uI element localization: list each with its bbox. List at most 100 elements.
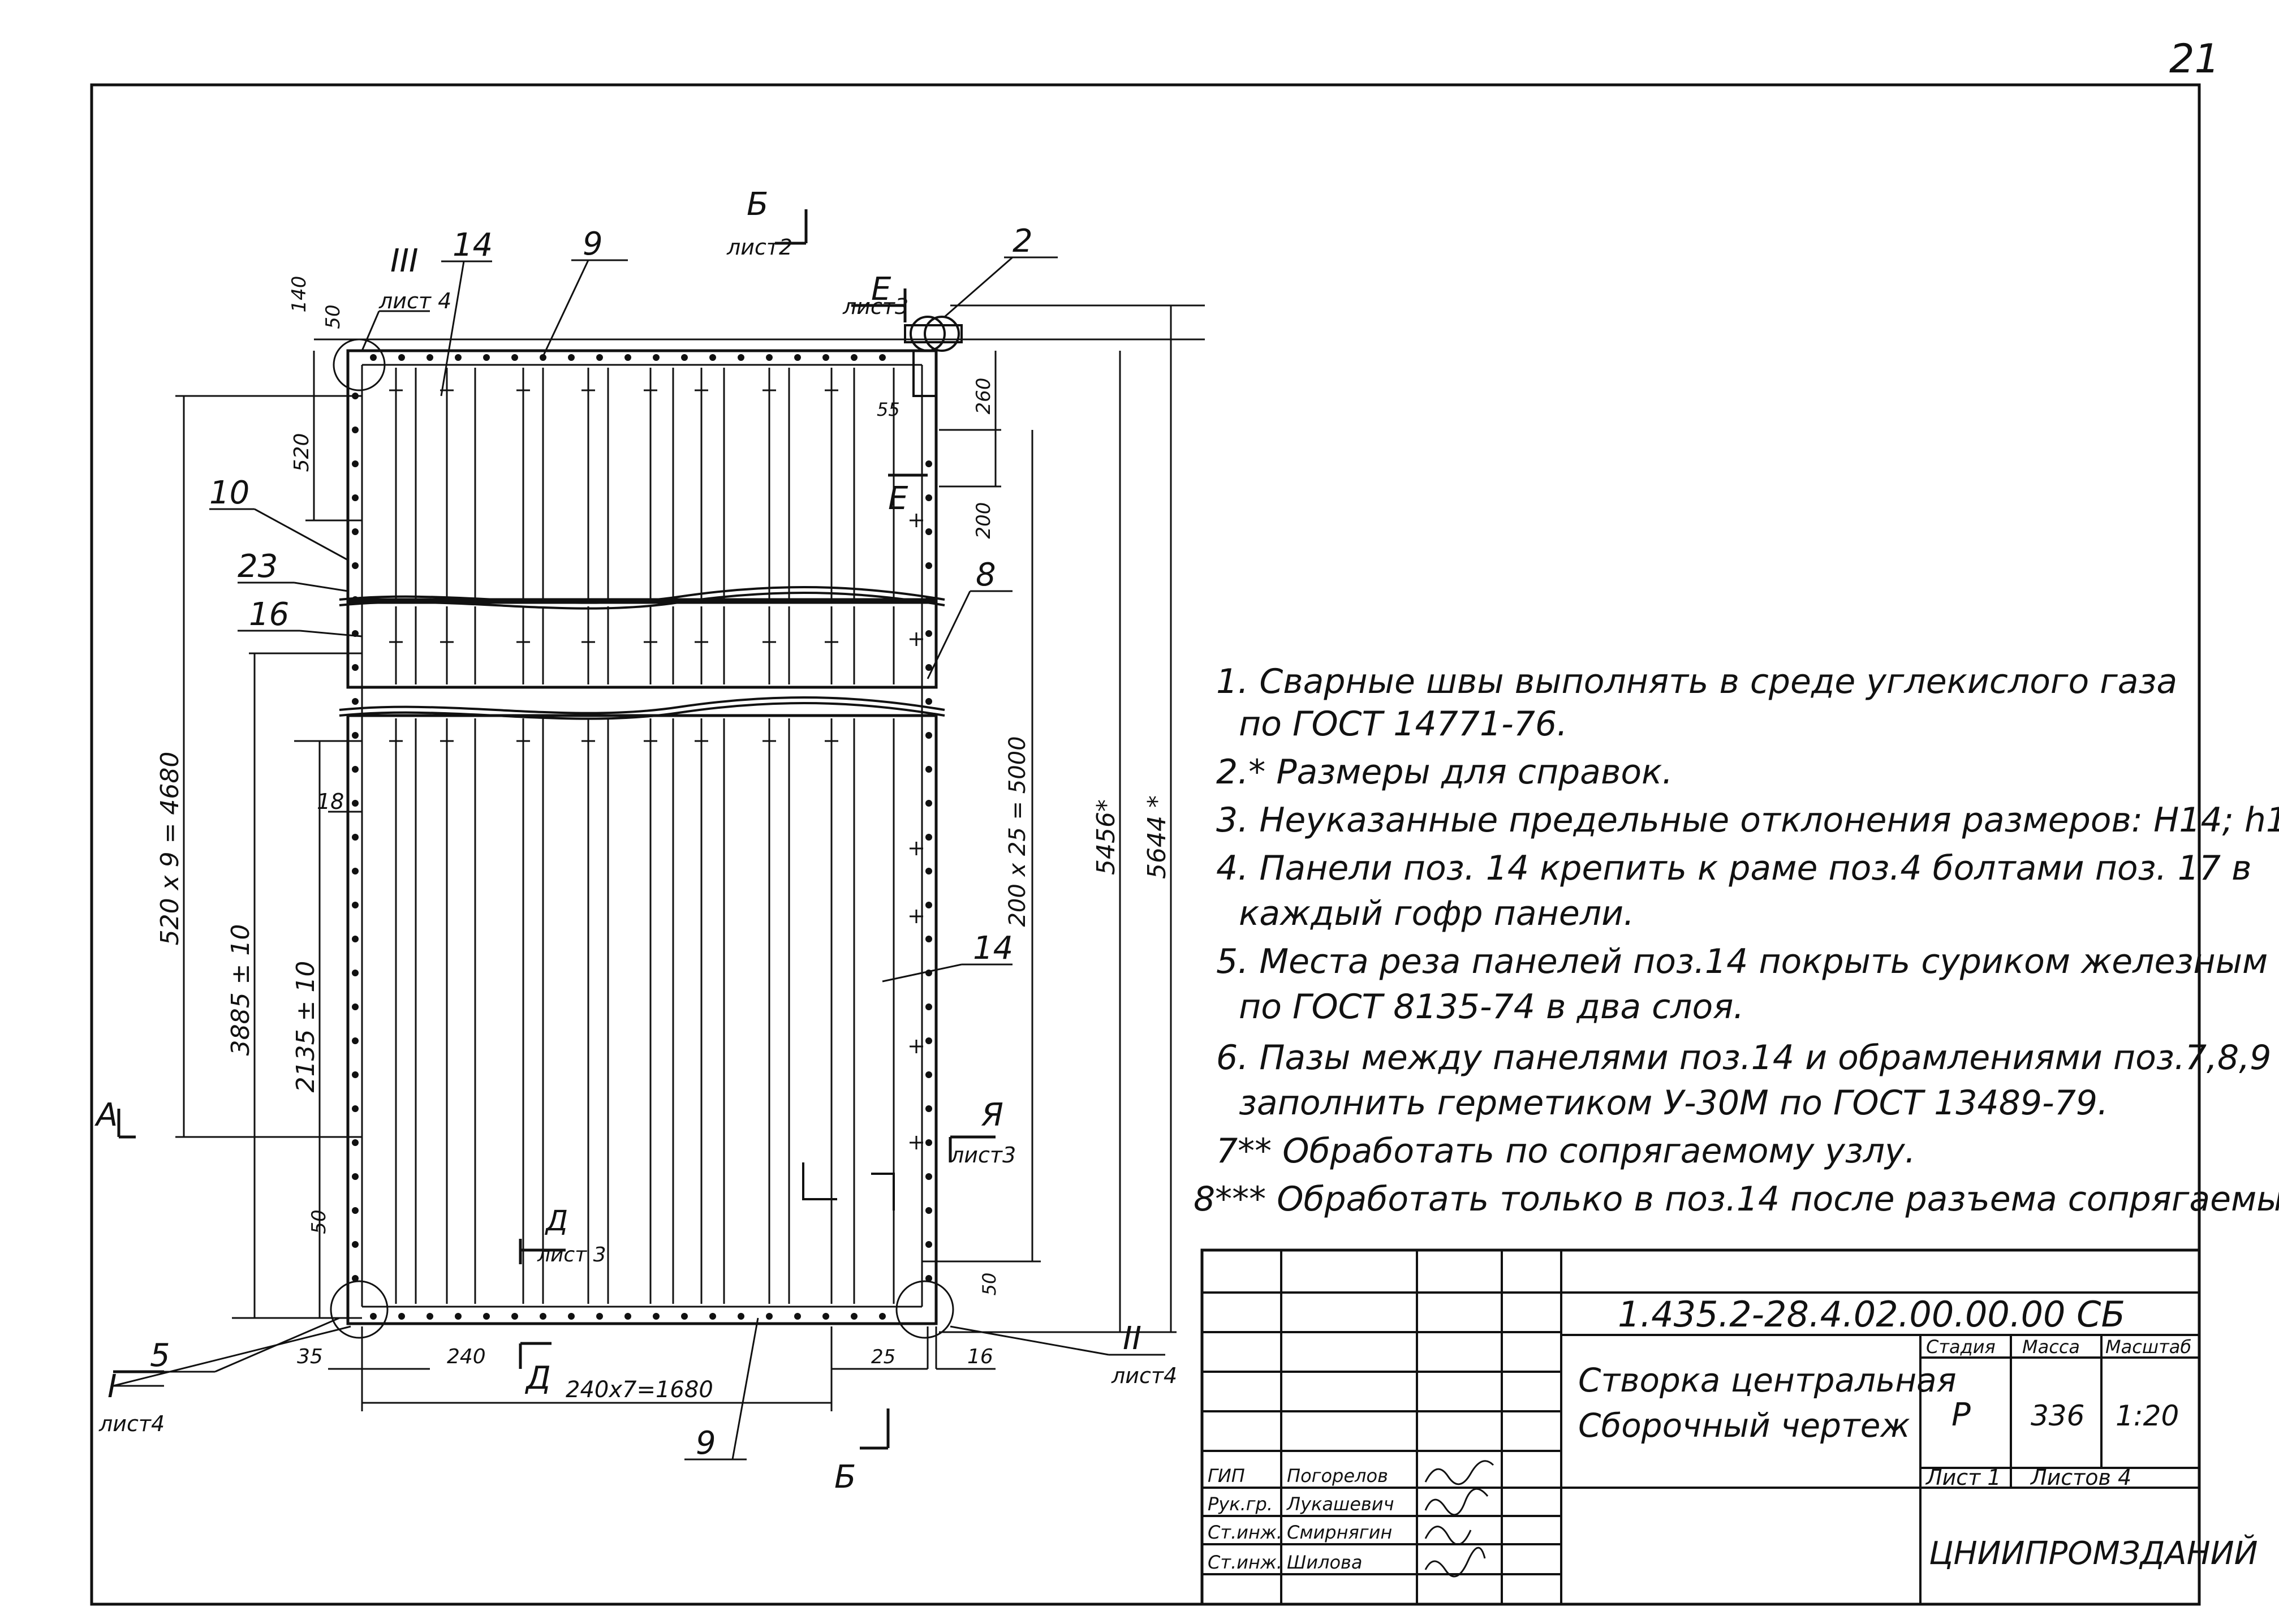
- bolt-dot: [426, 1313, 433, 1320]
- break-line-upper: [339, 586, 945, 604]
- view-iii: III: [390, 243, 419, 279]
- dim-50-bl: 50: [308, 1209, 330, 1234]
- role-stinzh-2: Ст.инж.: [1208, 1552, 1282, 1573]
- bolt-dot: [738, 1313, 744, 1320]
- bolt-dot: [624, 354, 631, 361]
- bolt-dot: [653, 1313, 660, 1320]
- view-a: А: [94, 1097, 118, 1134]
- bolt-dot: [352, 1241, 359, 1248]
- view-e-mid: Е: [888, 480, 908, 517]
- bolt-dot: [925, 562, 932, 569]
- stage-value: Р: [1951, 1397, 1971, 1433]
- bolt-dot: [653, 354, 660, 361]
- panel-corrugations: [395, 368, 895, 1304]
- bolt-cross: [644, 384, 657, 397]
- view-d-mid: Д: [545, 1204, 568, 1237]
- pos-9-top: 9: [583, 226, 603, 262]
- bolt-dot: [352, 868, 359, 875]
- view-b-top: Б: [747, 186, 768, 223]
- dim-18: 18: [317, 789, 344, 814]
- bolt-dot: [352, 494, 359, 501]
- bolt-dot: [738, 354, 744, 361]
- bolt-cross: [695, 635, 708, 649]
- dim-140: 140: [288, 276, 311, 313]
- detail-circle-i: [330, 1280, 389, 1339]
- bolt-dot: [483, 1313, 490, 1320]
- bolt-dot: [352, 596, 359, 603]
- bolt-dot: [879, 354, 886, 361]
- bolt-dot: [794, 1313, 801, 1320]
- pos-16: 16: [249, 596, 289, 633]
- view-i: I: [107, 1368, 117, 1405]
- bolt-dot: [398, 354, 405, 361]
- dim-16: 16: [967, 1345, 993, 1368]
- bolt-dot: [352, 698, 359, 705]
- view-d-mid-sheet: лист 3: [537, 1243, 606, 1267]
- bolt-cross: [644, 635, 657, 649]
- sheets-label: Листов 4: [2030, 1465, 2131, 1490]
- view-iii-sheet: лист 4: [378, 288, 451, 313]
- bolt-dot: [352, 970, 359, 976]
- pos-10: 10: [209, 475, 249, 511]
- bolt-dot: [925, 630, 932, 637]
- bolt-dot: [851, 1313, 858, 1320]
- bolt-dot: [624, 1313, 631, 1320]
- bolt-cross: [910, 632, 923, 646]
- role-gip: ГИП: [1208, 1465, 1245, 1487]
- bolt-cross: [581, 384, 595, 397]
- view-d-bottom: Д: [524, 1360, 551, 1397]
- bolt-dot: [596, 1313, 603, 1320]
- bolt-cross: [516, 384, 530, 397]
- bolt-dot: [352, 800, 359, 807]
- view-e-top: Е: [871, 271, 891, 308]
- bolt-dot: [925, 664, 932, 671]
- name-gip: Погорелов: [1287, 1465, 1388, 1487]
- mass-value: 336: [2031, 1399, 2084, 1432]
- note-line: 6. Пазы между панелями поз.14 и обрамлен…: [1216, 1038, 2271, 1078]
- pos-5: 5: [150, 1337, 170, 1374]
- bolt-dot: [352, 1207, 359, 1214]
- bolt-cross: [516, 635, 530, 649]
- pos-2: 2: [1013, 223, 1033, 260]
- scale-value: 1:20: [2116, 1399, 2179, 1432]
- dimension-lines: [175, 304, 1205, 1411]
- bolt-cross: [516, 734, 530, 748]
- frame-top-segment: [346, 349, 938, 601]
- bolt-dot: [596, 354, 603, 361]
- stage-header: Стадия: [1926, 1336, 1996, 1358]
- dim-55: 55: [877, 399, 900, 420]
- bolt-dot: [925, 1071, 932, 1078]
- dim-240x7: 240x7=1680: [566, 1377, 713, 1403]
- bolt-cross: [825, 384, 838, 397]
- view-ii: II: [1123, 1320, 1141, 1357]
- name-rukgr: Лукашевич: [1286, 1493, 1394, 1515]
- sheet-frame: [90, 83, 2201, 1606]
- sheet-label: Лист 1: [1925, 1465, 2001, 1490]
- name-stinzh-2: Шилова: [1287, 1552, 1363, 1573]
- bolt-dot: [925, 1105, 932, 1112]
- bolt-cross: [695, 734, 708, 748]
- bolt-dot: [370, 1313, 377, 1320]
- bolt-cross: [910, 514, 923, 527]
- bolt-dot: [352, 902, 359, 908]
- bolt-dot: [925, 902, 932, 908]
- bolt-dot: [925, 1139, 932, 1146]
- detail-circle-ii: [895, 1280, 954, 1339]
- bolt-dot: [925, 800, 932, 807]
- section-marks: [113, 209, 996, 1450]
- bolt-cross: [389, 384, 403, 397]
- bolt-cross: [695, 384, 708, 397]
- bolt-cross: [581, 734, 595, 748]
- bolt-cross: [825, 734, 838, 748]
- dim-520x9: 520 x 9 = 4680: [156, 752, 184, 946]
- note-line: 1. Сварные швы выполнять в среде углекис…: [1216, 662, 2177, 701]
- bolt-dot: [925, 1037, 932, 1044]
- pos-14-top: 14: [453, 227, 493, 264]
- dim-50-top: 50: [322, 304, 344, 329]
- dim-25: 25: [871, 1346, 895, 1368]
- pos-23: 23: [238, 548, 278, 585]
- bolt-cross: [762, 384, 776, 397]
- dim-520: 520: [290, 433, 313, 472]
- drawing-name-line2: Сборочный чертеж: [1578, 1406, 1910, 1445]
